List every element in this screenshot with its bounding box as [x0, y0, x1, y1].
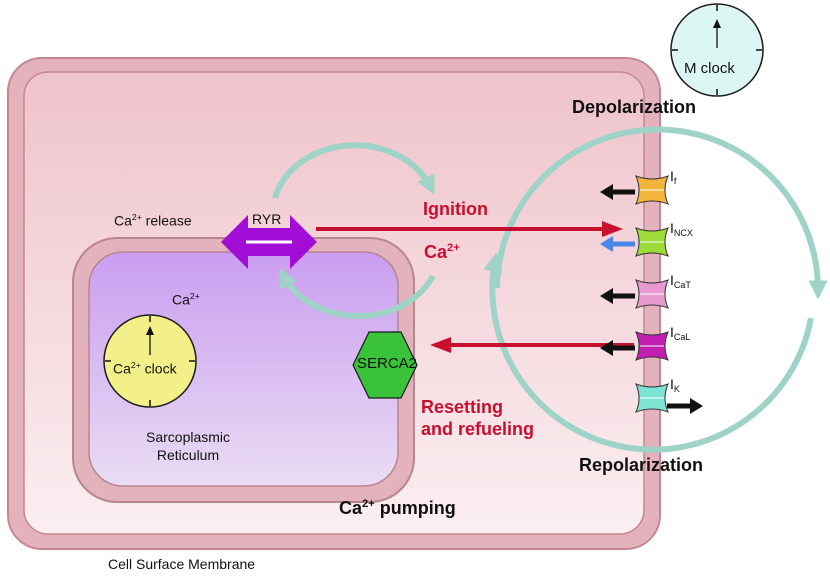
- ignition-label: Ignition: [423, 199, 488, 219]
- channel-label-cal: ICaL: [670, 324, 690, 342]
- ca-release-tail: release: [141, 212, 192, 229]
- channel-label-main: I: [670, 272, 674, 288]
- resetting-line1: Resetting: [421, 397, 504, 417]
- channel-label-sub: K: [673, 384, 680, 394]
- ca-pumping-ca: Ca: [339, 498, 363, 518]
- channel-label-cat: ICaT: [670, 272, 691, 290]
- ca-pumping-tail: pumping: [374, 498, 456, 518]
- ca-clock-sup: 2+: [130, 360, 141, 370]
- channel-label-f: If: [670, 168, 676, 186]
- channel-cat: [600, 279, 669, 309]
- pumping-arrow-head: [430, 337, 451, 353]
- ca-clock-label: Ca2+ clock: [113, 360, 177, 377]
- ca-release-ca: Ca: [114, 212, 132, 229]
- channel-k: [635, 383, 703, 414]
- ca-release-sup: 2+: [131, 212, 142, 222]
- depolarization-label: Depolarization: [572, 97, 697, 117]
- channel-label-sub: f: [673, 176, 677, 186]
- resetting-label: Resetting and refueling: [421, 396, 534, 440]
- ca-pumping-label: Ca2+ pumping: [339, 498, 456, 519]
- m-clock-icon: [670, 3, 764, 97]
- channel-label-main: I: [670, 324, 674, 340]
- serca-label: SERCA2: [357, 355, 418, 372]
- resetting-line2: and refueling: [421, 419, 535, 439]
- ca-clock-icon: [103, 314, 197, 408]
- serca-pump-icon: [352, 331, 418, 399]
- ca-clock-tail: clock: [140, 360, 177, 377]
- ca-cycle-arc-top: [272, 142, 435, 199]
- channel-f: [600, 175, 669, 205]
- ca-clock-ca: Ca: [113, 360, 131, 377]
- membrane-label: Cell Surface Membrane: [108, 556, 256, 572]
- m-clock-label: M clock: [684, 60, 735, 77]
- cytosolic-ca-text: Ca: [424, 242, 448, 262]
- sr-ca-label: Ca2+: [172, 291, 200, 308]
- channel-cal: [600, 331, 669, 361]
- channel-label-sub: CaL: [673, 332, 691, 342]
- ca-release-label: Ca2+ release: [114, 212, 192, 229]
- ignition-arrow-head: [602, 221, 623, 237]
- repolarization-label: Repolarization: [579, 455, 704, 475]
- channel-label-main: I: [670, 168, 674, 184]
- current-arrow-left: [600, 288, 635, 304]
- cytosolic-ca-label: Ca2+: [424, 242, 460, 263]
- cytosolic-ca-sup: 2+: [447, 242, 460, 254]
- current-arrow-left: [600, 340, 635, 356]
- sr-ca-text: Ca: [172, 291, 190, 308]
- channel-label-main: I: [670, 220, 674, 236]
- sr-label-line1: Sarcoplasmic: [146, 429, 231, 445]
- sr-ca-sup: 2+: [189, 291, 200, 301]
- sr-label: Sarcoplasmic Reticulum: [146, 428, 230, 464]
- channel-label-k: IK: [670, 376, 680, 394]
- ion-channels: [600, 175, 703, 414]
- channel-label-sub: NCX: [673, 228, 693, 238]
- ca-cycle-arc-bottom: [279, 268, 436, 320]
- current-arrow-right: [667, 398, 703, 414]
- ca-pumping-sup: 2+: [362, 498, 375, 510]
- channel-ncx: [600, 227, 669, 257]
- membrane-cycle-arc-bottom: [483, 252, 814, 453]
- ryr-label: RYR: [252, 211, 282, 227]
- current-arrow-left: [600, 184, 635, 200]
- membrane-cycle-arc-top: [494, 126, 828, 300]
- channel-label-ncx: INCX: [670, 220, 693, 238]
- sr-label-line2: Reticulum: [156, 447, 220, 463]
- current-arrow-left: [600, 236, 635, 252]
- ryr-icon: [221, 215, 317, 269]
- channel-label-sub: CaT: [673, 280, 691, 290]
- channel-label-main: I: [670, 376, 674, 392]
